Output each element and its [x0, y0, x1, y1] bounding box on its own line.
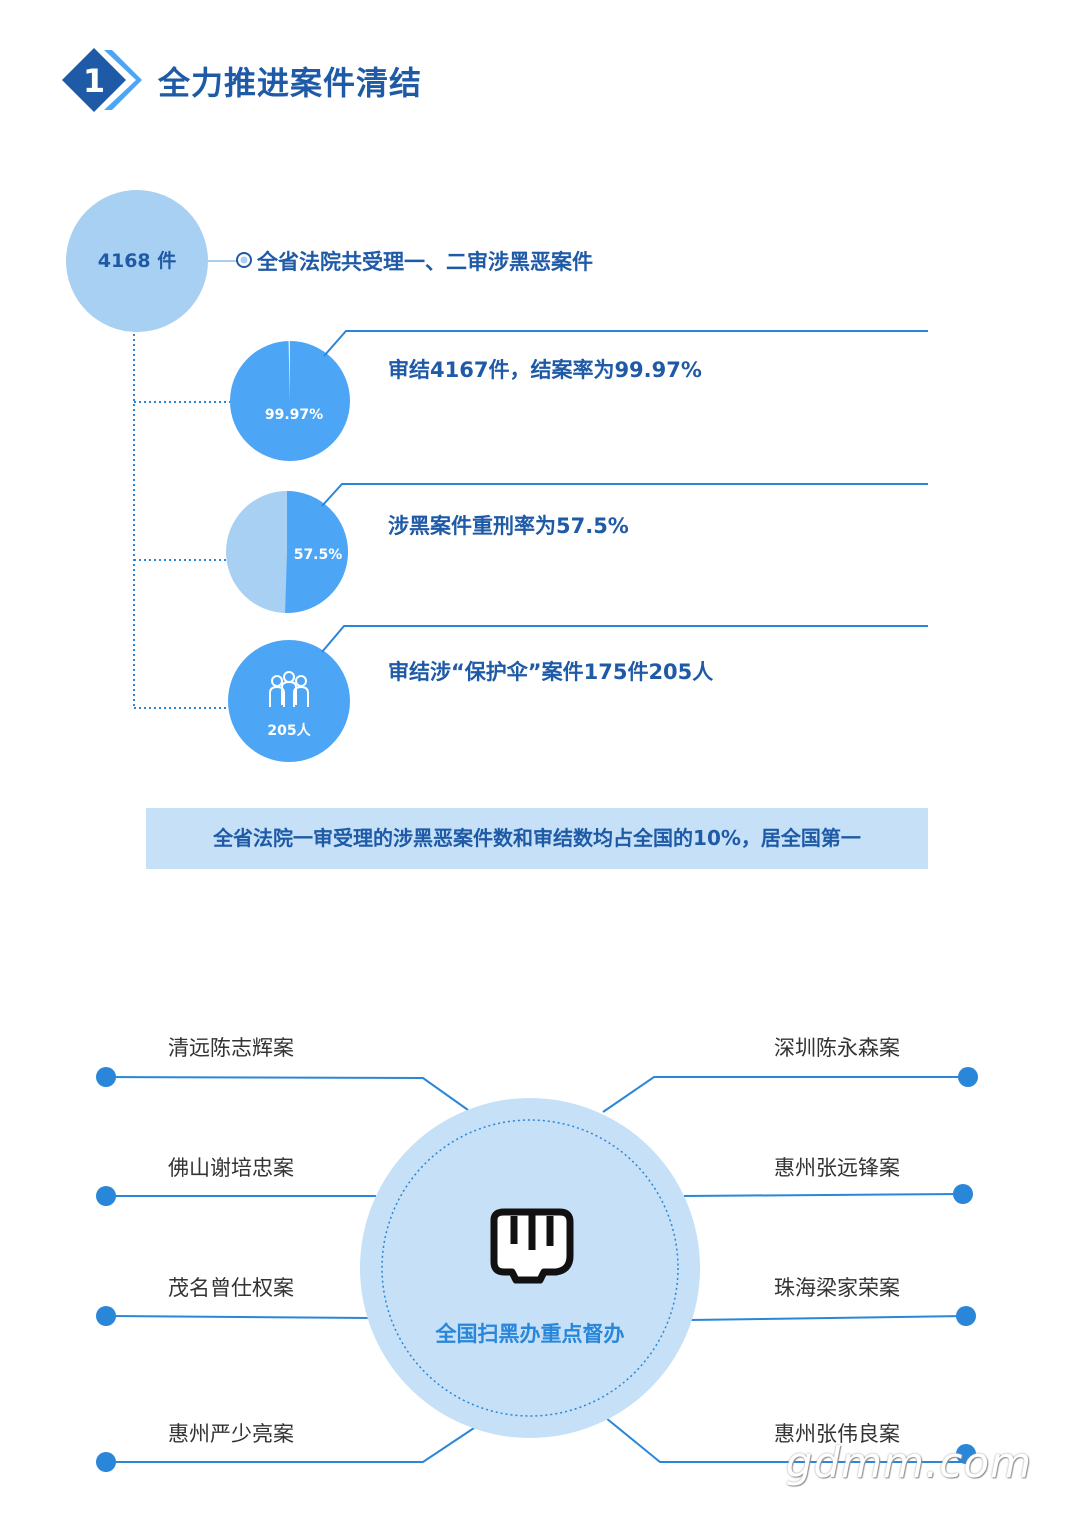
case-label-left: 佛山谢培忠案	[168, 1156, 294, 1180]
section-title: 全力推进案件清结	[158, 64, 423, 102]
stats-connectors	[66, 190, 928, 762]
case-label-right: 惠州张伟良案	[774, 1422, 900, 1446]
case-label-right: 深圳陈永森案	[774, 1036, 900, 1060]
case-label-left: 茂名曾仕权案	[168, 1276, 294, 1300]
section-number-badge: 1	[62, 48, 142, 112]
total-circle	[66, 190, 208, 332]
pie-remainder-slice	[288, 341, 290, 401]
heavy-sentence-rate-text: 涉黑案件重刑率为57.5%	[388, 514, 629, 538]
supervision-diagram	[96, 1067, 978, 1472]
total-cases-value: 4168 件	[97, 250, 177, 272]
protection-umbrella-circle	[228, 640, 350, 762]
people-icon	[269, 671, 309, 707]
supervision-center-label: 全国扫黑办重点督办	[435, 1322, 625, 1346]
case-label-left: 清远陈志辉案	[168, 1036, 294, 1060]
pie-chart-completion	[230, 341, 350, 461]
heavy-sentence-rate-label: 57.5%	[293, 547, 343, 563]
case-label-left: 惠州严少亮案	[168, 1422, 294, 1446]
highlight-banner-text: 全省法院一审受理的涉黑恶案件数和审结数均占全国的10%，居全国第一	[213, 826, 861, 850]
protection-umbrella-text: 审结涉“保护伞”案件175件205人	[388, 660, 714, 684]
pie-value-slice	[285, 491, 349, 614]
case-label-right: 惠州张远锋案	[774, 1156, 900, 1180]
watermark: gdmm.com	[785, 1438, 1032, 1487]
total-cases-description: 全省法院共受理一、二审涉黑恶案件	[257, 250, 593, 274]
protection-umbrella-count-label: 205人	[267, 723, 311, 739]
pie-chart-heavy-sentence	[226, 491, 349, 614]
case-label-right: 珠海梁家荣案	[774, 1276, 900, 1300]
completion-rate-text: 审结4167件，结案率为99.97%	[388, 358, 702, 382]
fist-icon	[490, 1208, 574, 1284]
highlight-banner	[146, 808, 928, 869]
completion-rate-label: 99.97%	[264, 407, 324, 423]
section-number: 1	[83, 62, 105, 100]
